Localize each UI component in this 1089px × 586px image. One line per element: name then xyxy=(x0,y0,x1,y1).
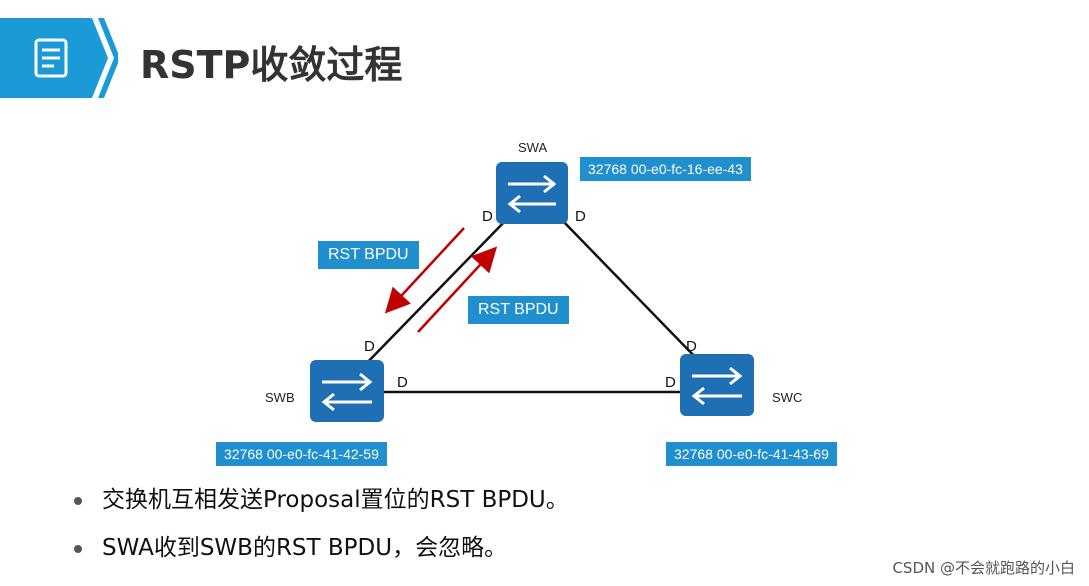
port-role-swb-right: D xyxy=(397,374,408,391)
port-role-swb-top: D xyxy=(364,338,375,355)
switch-swc-icon xyxy=(680,354,754,416)
bullet-dot-icon xyxy=(74,497,82,505)
bullet-list: 交换机互相发送Proposal置位的RST BPDU。 SWA收到SWB的RST… xyxy=(74,482,569,578)
switch-swa-icon xyxy=(496,162,568,224)
switch-swc-name: SWC xyxy=(772,390,803,405)
page-title: RSTP收敛过程 xyxy=(140,43,403,87)
bpdu-label-upper: RST BPDU xyxy=(318,241,419,269)
port-role-swa-right: D xyxy=(575,208,586,225)
port-role-swa-left: D xyxy=(482,208,493,225)
switch-swb-icon xyxy=(310,360,384,422)
bpdu-label-lower: RST BPDU xyxy=(468,296,569,324)
switch-swc-info: 32768 00-e0-fc-41-43-69 xyxy=(666,442,837,466)
bullet-text: 交换机互相发送Proposal置位的RST BPDU。 xyxy=(102,487,569,513)
bullet-text: SWA收到SWB的RST BPDU，会忽略。 xyxy=(102,535,508,561)
bullet-dot-icon xyxy=(74,545,82,553)
switch-swb-name: SWB xyxy=(265,390,295,405)
bpdu-arrow-swa-to-swb xyxy=(384,227,465,314)
port-role-swc-top: D xyxy=(686,338,697,355)
link-swa-swb xyxy=(359,217,509,371)
bpdu-arrow-swb-to-swa xyxy=(417,246,498,333)
link-swa-swc xyxy=(559,217,701,363)
watermark: CSDN @不会就跑路的小白 xyxy=(892,559,1075,577)
list-item: SWA收到SWB的RST BPDU，会忽略。 xyxy=(74,530,569,578)
header-banner xyxy=(0,18,118,98)
list-item: 交换机互相发送Proposal置位的RST BPDU。 xyxy=(74,482,569,530)
switch-swa-info: 32768 00-e0-fc-16-ee-43 xyxy=(580,157,751,181)
port-role-swc-left: D xyxy=(665,374,676,391)
switch-swa-name: SWA xyxy=(518,140,548,155)
switch-swb-info: 32768 00-e0-fc-41-42-59 xyxy=(216,442,387,466)
document-icon xyxy=(34,38,68,78)
